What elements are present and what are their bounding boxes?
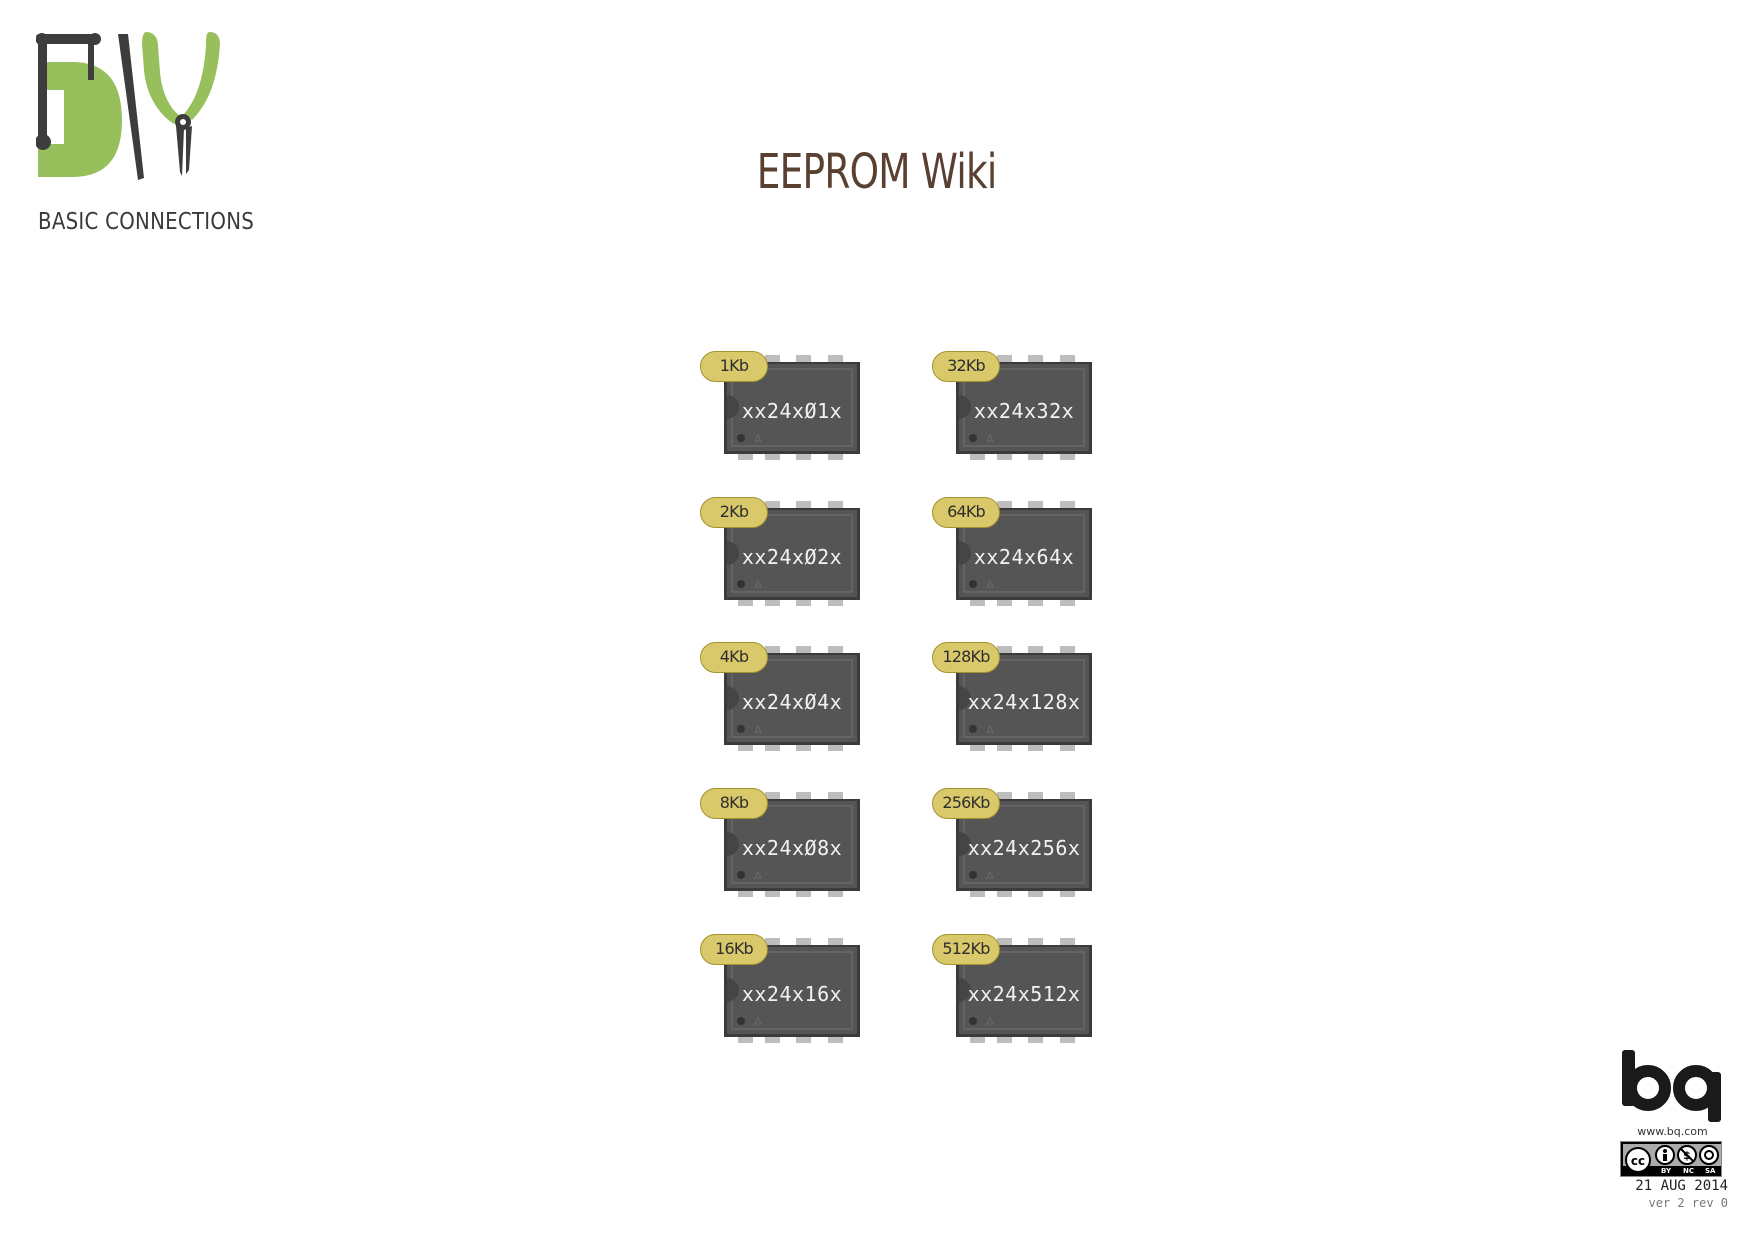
chip-part-number: xx24x64x bbox=[973, 545, 1075, 569]
page-title-text: EEPROM Wiki bbox=[756, 144, 997, 200]
eeprom-chip: 4Kb xx24xØ4x bbox=[700, 642, 864, 762]
revision-version: ver 2 rev 0 bbox=[1648, 1196, 1728, 1210]
diy-logo: BASIC CONNECTIONS bbox=[36, 32, 256, 242]
eeprom-chip: 512Kb xx24x512x bbox=[932, 934, 1096, 1054]
dip8-ic-chip-icon bbox=[724, 355, 860, 460]
chip-capacity-badge: 64Kb bbox=[932, 497, 1000, 528]
revision-date: 21 AUG 2014 bbox=[1635, 1178, 1728, 1194]
creative-commons-icon: cc $ bbox=[1623, 1144, 1721, 1173]
eeprom-chip: 64Kb xx24x64x bbox=[932, 497, 1096, 617]
brand-url[interactable]: www.bq.com bbox=[1637, 1125, 1708, 1138]
chip-capacity-badge: 1Kb bbox=[700, 351, 768, 382]
chip-capacity-badge: 128Kb bbox=[932, 642, 1000, 673]
chip-part-number: xx24xØ2x bbox=[741, 545, 843, 569]
eeprom-chip: 32Kb xx24x32x bbox=[932, 351, 1096, 471]
chip-capacity-badge: 32Kb bbox=[932, 351, 1000, 382]
chip-capacity-badge: 8Kb bbox=[700, 788, 768, 819]
chip-part-number: xx24xØ1x bbox=[741, 399, 843, 423]
chip-part-number: xx24x16x bbox=[741, 982, 843, 1006]
chip-part-number: xx24xØ8x bbox=[741, 836, 843, 860]
chip-capacity-badge: 16Kb bbox=[700, 934, 768, 965]
dip8-ic-chip-icon bbox=[956, 355, 1092, 460]
diy-tools-logo-icon bbox=[36, 32, 220, 180]
bq-logo-icon bbox=[1622, 1050, 1721, 1122]
chip-part-number: xx24xØ4x bbox=[741, 690, 843, 714]
license-term-nc: NC bbox=[1683, 1167, 1694, 1175]
chip-part-number: xx24x128x bbox=[967, 690, 1081, 714]
eeprom-chip: 8Kb xx24xØ8x bbox=[700, 788, 864, 908]
dip8-ic-chip-icon bbox=[724, 792, 860, 897]
eeprom-chip: 256Kb xx24x256x bbox=[932, 788, 1096, 908]
eeprom-chip: 1Kb xx24xØ1x bbox=[700, 351, 864, 471]
logo-caption: BASIC CONNECTIONS bbox=[38, 209, 255, 235]
svg-text:cc: cc bbox=[1631, 1154, 1645, 1168]
chip-part-number: xx24x512x bbox=[967, 982, 1081, 1006]
chip-part-number: xx24x256x bbox=[967, 836, 1081, 860]
chip-part-number: xx24x32x bbox=[973, 399, 1075, 423]
chip-capacity-badge: 4Kb bbox=[700, 642, 768, 673]
eeprom-chip: 128Kb xx24x128x bbox=[932, 642, 1096, 762]
page-title: EEPROM Wiki bbox=[0, 144, 1753, 200]
chip-capacity-badge: 256Kb bbox=[932, 788, 1000, 819]
eeprom-chip: 16Kb xx24x16x bbox=[700, 934, 864, 1054]
chip-capacity-badge: 512Kb bbox=[932, 934, 1000, 965]
license-badge[interactable]: cc $ BY NC SA bbox=[1620, 1141, 1722, 1177]
chip-capacity-badge: 2Kb bbox=[700, 497, 768, 528]
license-term-by: BY bbox=[1661, 1167, 1672, 1175]
license-term-sa: SA bbox=[1705, 1167, 1716, 1175]
eeprom-chip: 2Kb xx24xØ2x bbox=[700, 497, 864, 617]
